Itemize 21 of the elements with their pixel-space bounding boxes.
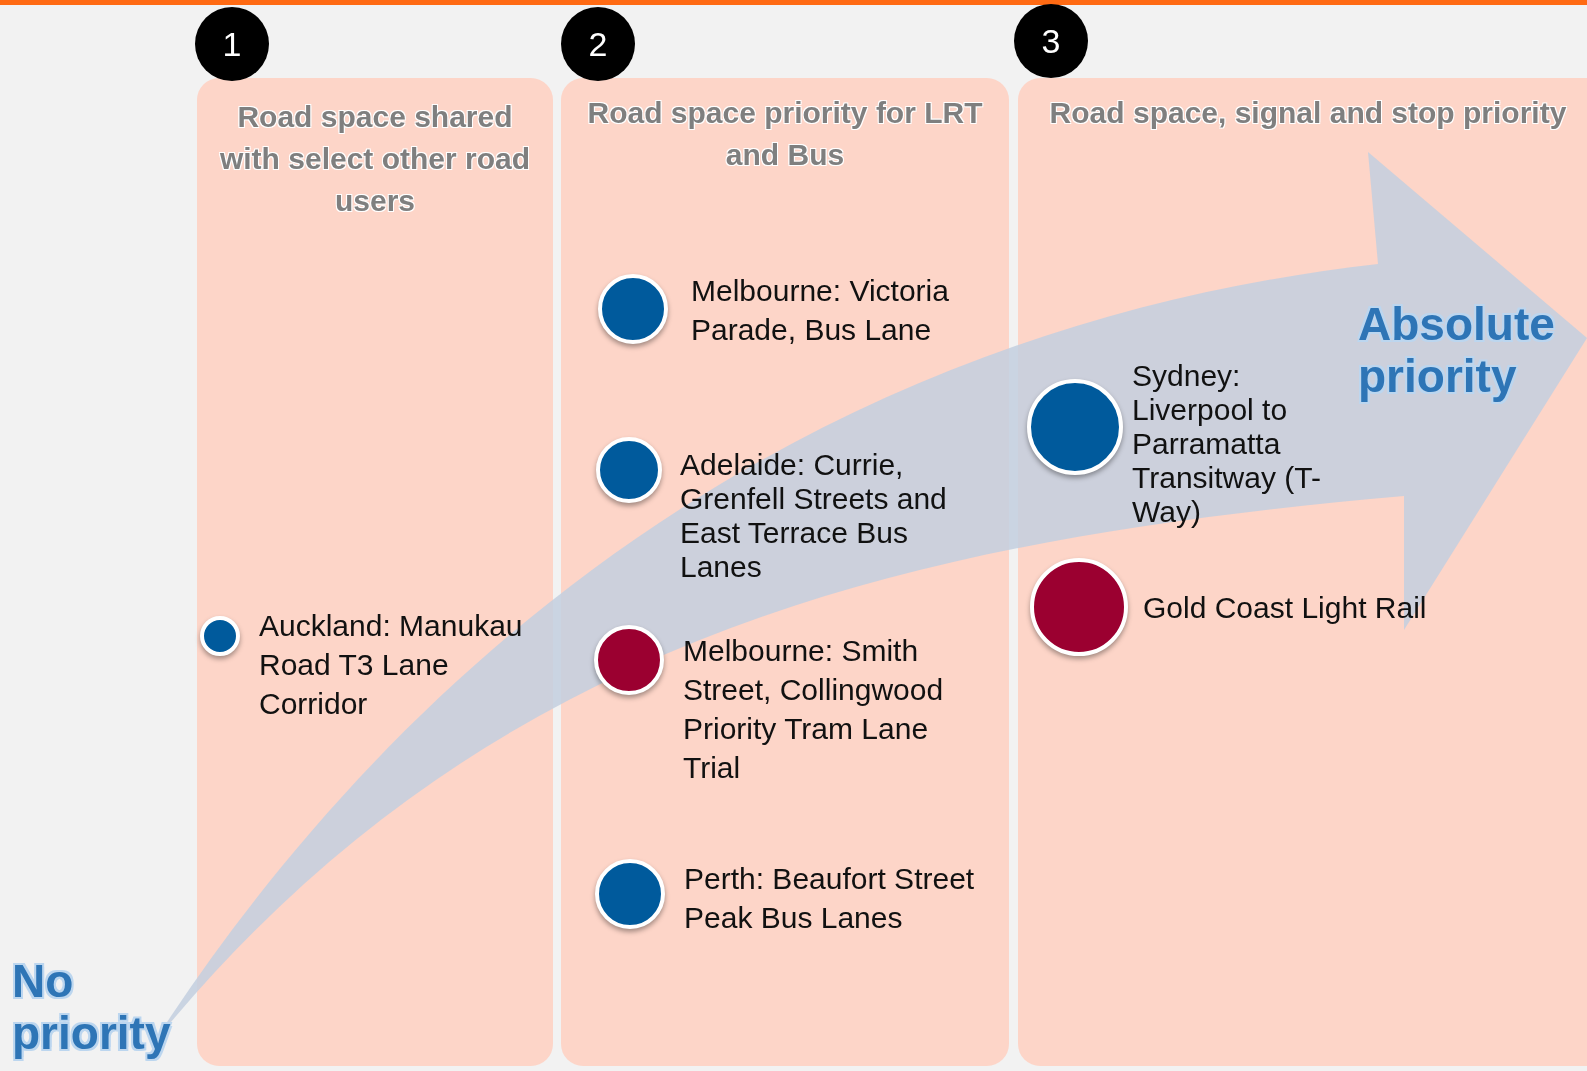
location-label: Melbourne: Victoria Parade, Bus Lane (691, 273, 950, 348)
column-heading: Road space shared with select other road users (218, 99, 532, 219)
location-dot (1030, 558, 1128, 656)
scale-label: No priority (12, 955, 172, 1059)
location-label: Auckland: Manukau Road T3 Lane Corridor (259, 608, 524, 722)
location-label: Gold Coast Light Rail (1143, 590, 1428, 626)
location-label: Sydney: Liverpool to Parramatta Transitway (T-Way) (1132, 359, 1322, 529)
location-label: Adelaide: Currie, Grenfell Streets and East Terrace Bus Lanes (680, 448, 948, 584)
location-dot (200, 616, 240, 656)
location-label: Melbourne: Smith Street, Collingwood Priority Tram Lane Trial (683, 633, 945, 786)
location-dot (598, 274, 668, 344)
location-dot (596, 437, 662, 503)
location-label: Perth: Beaufort Street Peak Bus Lanes (684, 861, 976, 936)
scale-label: Absolute priority (1358, 298, 1556, 402)
location-dot (595, 859, 665, 929)
column-panel (197, 78, 553, 1066)
column-heading: Road space, signal and stop priority (1048, 95, 1568, 131)
number-badge: 2 (561, 7, 635, 81)
number-badge: 3 (1014, 4, 1088, 78)
column-heading: Road space priority for LRT and Bus (586, 95, 984, 173)
number-badge: 1 (195, 7, 269, 81)
